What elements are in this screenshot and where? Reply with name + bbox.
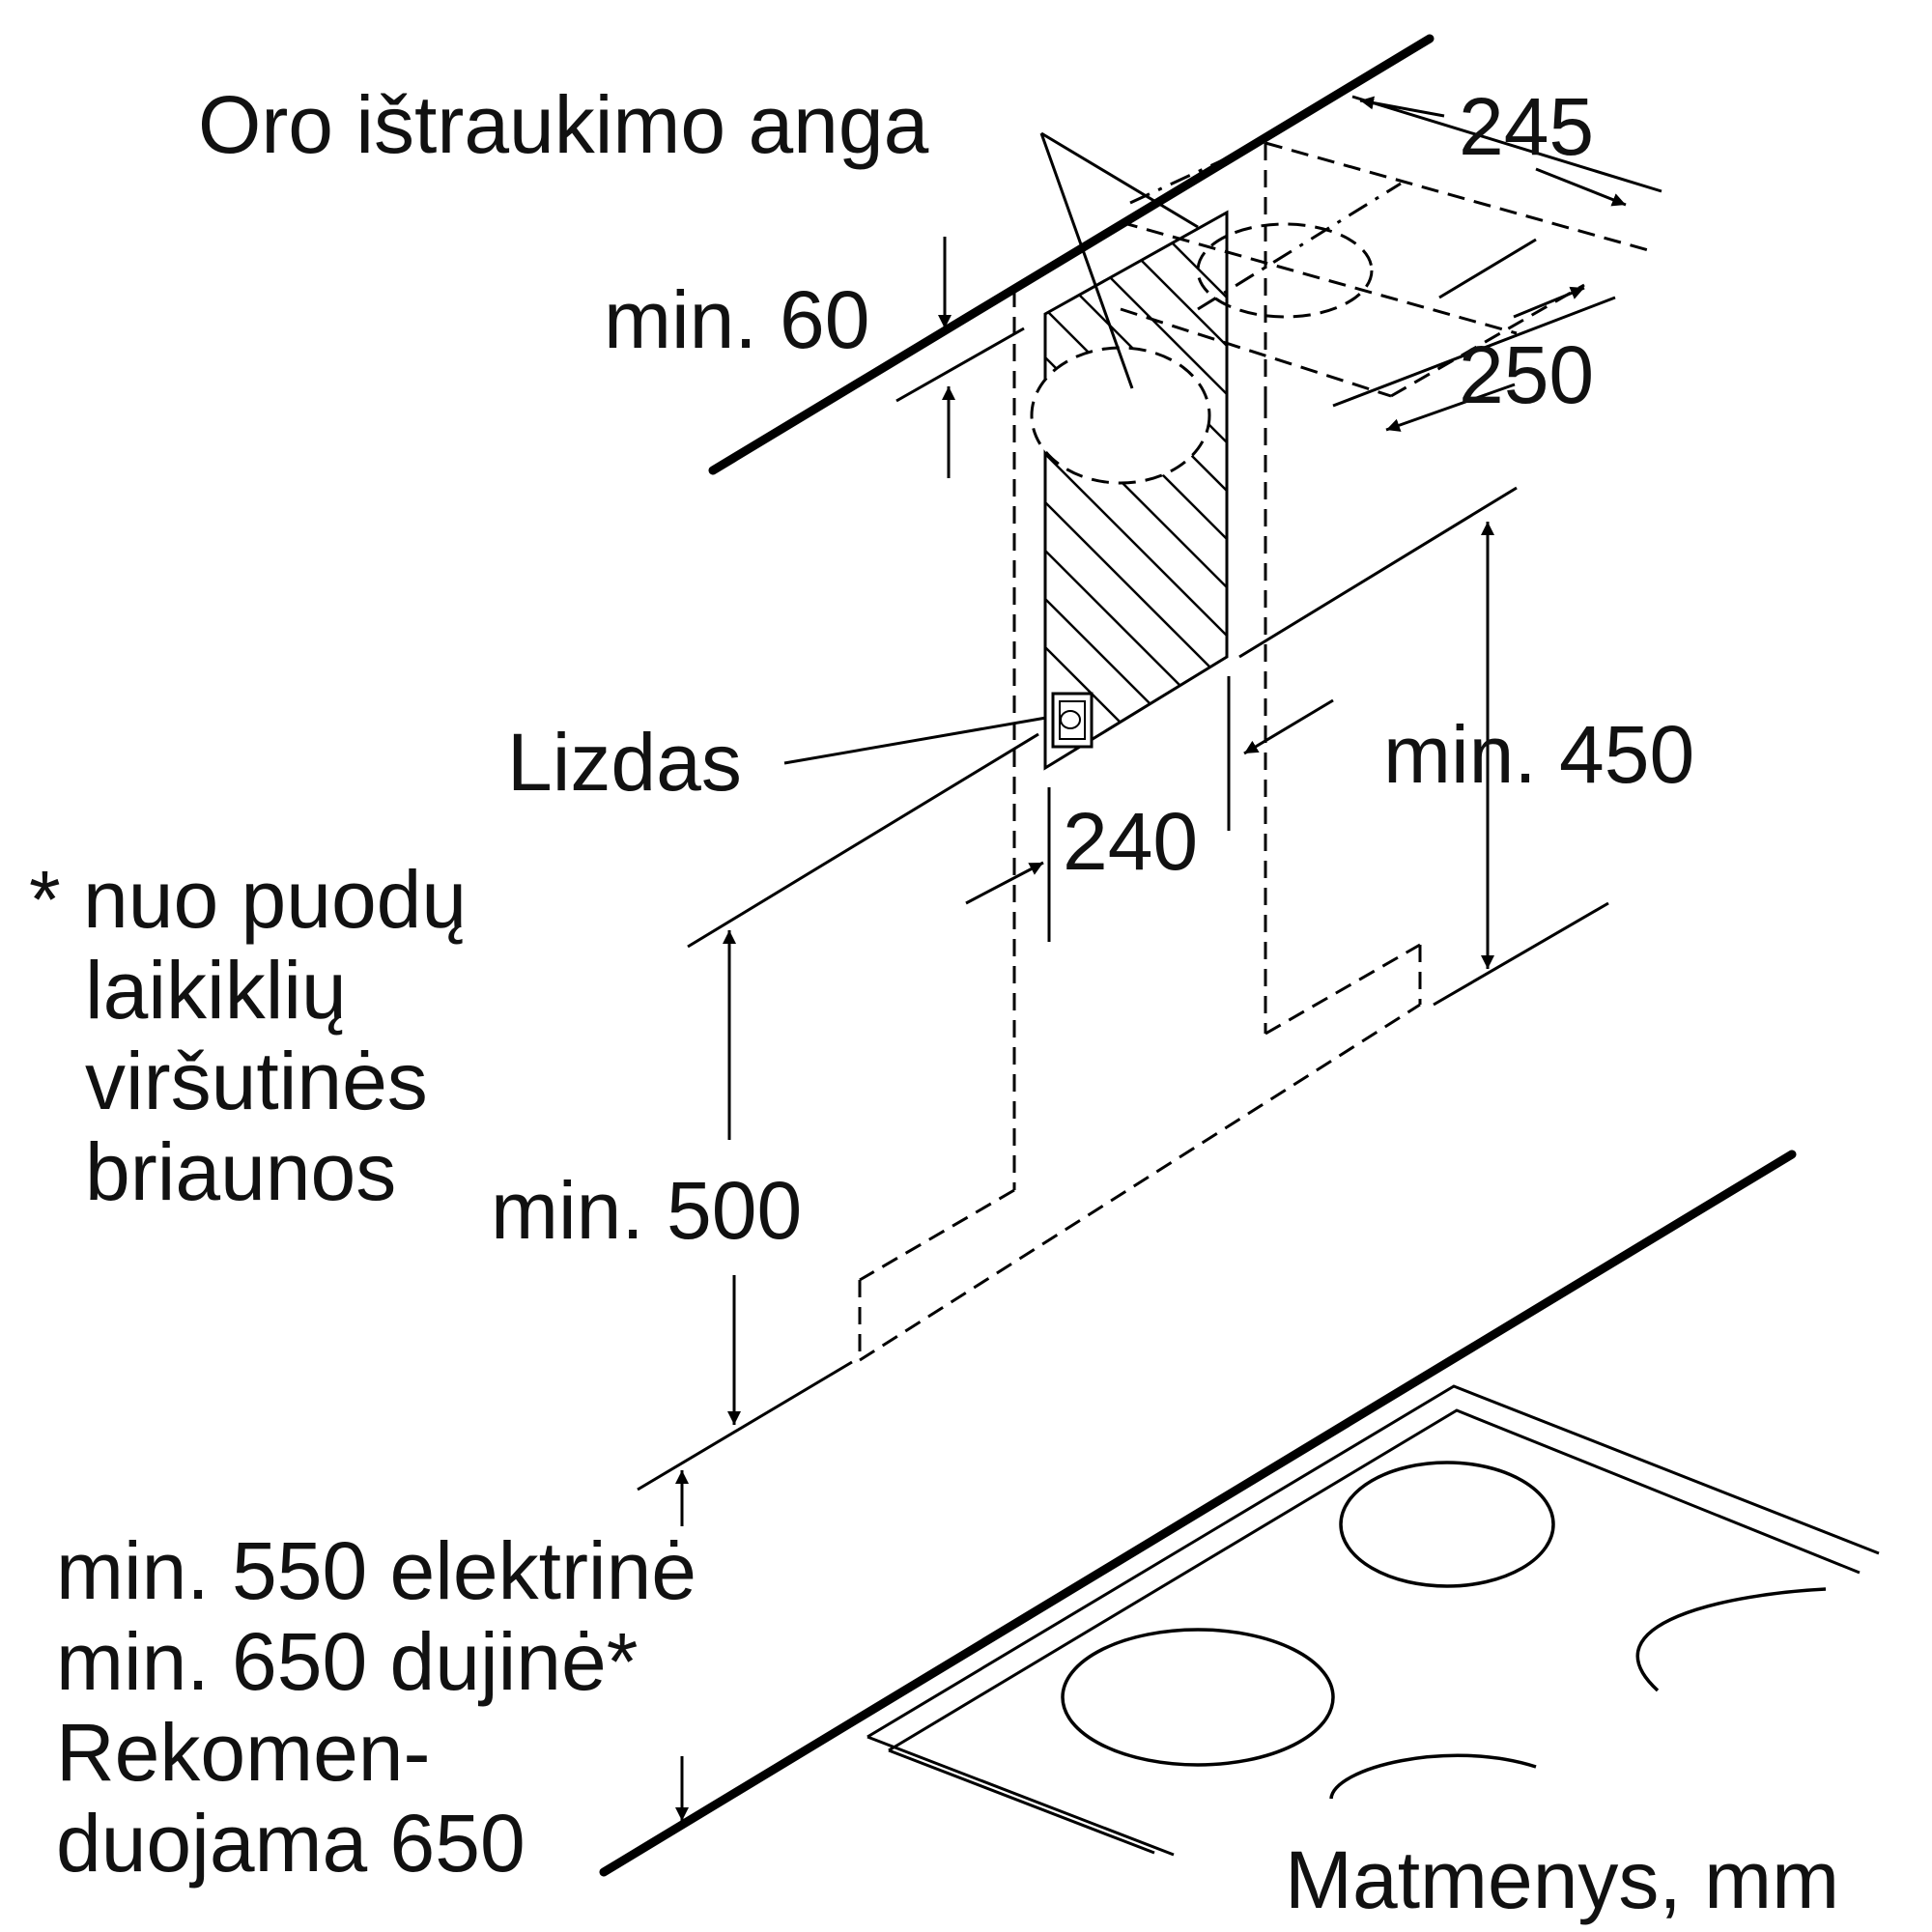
burner-right xyxy=(1635,1587,1827,1692)
leader-lines xyxy=(783,131,1199,765)
reference-lines xyxy=(637,95,1662,1492)
min-450-label: min. 450 xyxy=(1383,709,1694,800)
hood-outline xyxy=(858,290,1422,1362)
dimension-arrows xyxy=(675,96,1627,1821)
ceiling-line xyxy=(708,34,1435,475)
cooktop-line-3: Rekomen- xyxy=(56,1707,430,1798)
cooktop-edge-line xyxy=(599,1150,1797,1877)
min-500-label: min. 500 xyxy=(491,1165,802,1256)
duct-outline xyxy=(1120,141,1653,401)
burner-bottom xyxy=(1329,1753,1537,1800)
units-label: Matmenys, mm xyxy=(1285,1834,1839,1925)
min-60-label: min. 60 xyxy=(604,274,869,365)
burner-top xyxy=(1339,1461,1555,1588)
footnote-line-4: briaunos xyxy=(85,1126,396,1217)
cooktop-line-1: min. 550 elektrinė xyxy=(56,1525,696,1616)
cooktop-line-4: duojama 650 xyxy=(56,1798,526,1889)
cooktop-line-2: min. 650 dujinė* xyxy=(56,1616,638,1707)
cooktop xyxy=(867,1384,1880,1857)
mounting-plate xyxy=(1030,210,1229,771)
dim-245-label: 245 xyxy=(1459,81,1594,172)
footnote-line-2: laikiklių xyxy=(85,945,347,1036)
footnote-line-3: viršutinės xyxy=(85,1036,428,1126)
air-outlet-label: Oro ištraukimo anga xyxy=(198,79,929,170)
socket-label: Lizdas xyxy=(507,717,742,808)
footnote-line-1: * nuo puodų xyxy=(29,854,467,945)
burner-left xyxy=(1061,1628,1335,1767)
dim-240-label: 240 xyxy=(1063,796,1198,887)
dim-250-label: 250 xyxy=(1459,329,1594,420)
